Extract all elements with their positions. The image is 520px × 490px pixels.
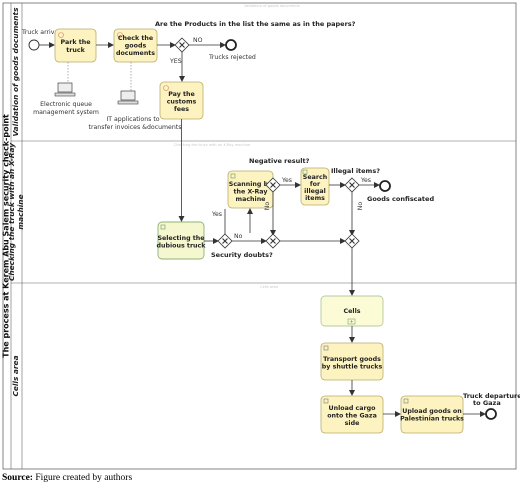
faint-lane3-label: Cells area xyxy=(260,285,278,289)
task-select-line1: Selecting the xyxy=(157,235,204,242)
source-label: Source: xyxy=(2,473,33,483)
pool-label: The process at Kerem Abu Salem security … xyxy=(2,114,11,358)
flow-label-yes-scan: Yes xyxy=(281,177,292,184)
source-text: Figure created by authors xyxy=(35,473,133,483)
it-apps-line2: transfer invoices &documents xyxy=(89,124,182,131)
truck-arrival-label: Truck arrival xyxy=(21,29,60,36)
lane-label-cells-text: Cells area xyxy=(11,355,20,396)
task-upload-goods: Upload goods on Palestinian trucks xyxy=(400,395,464,434)
flow-label-no: NO xyxy=(193,37,203,44)
task-unload-line1: Unload cargo xyxy=(329,405,377,412)
task-pay-line1: Pay the xyxy=(168,91,195,98)
task-transport-line2: by shuttle trucks xyxy=(322,364,383,371)
end-event-trucks-rejected xyxy=(225,39,237,51)
task-search-illegal: Search for illegal items xyxy=(300,167,330,206)
flow-label-no-illegal: No xyxy=(357,202,364,211)
task-upload-line1: Upload goods on xyxy=(402,408,461,415)
task-check-line3: documents xyxy=(116,50,155,57)
computer-icon-it xyxy=(117,90,139,105)
queue-system-line1: Electronic queue xyxy=(40,101,92,108)
task-upload-line2: Palestinian trucks xyxy=(400,416,464,423)
flow-label-yes-select: Yes xyxy=(211,211,222,218)
script-task-icon xyxy=(302,169,308,175)
faint-lane1-label: Validation of goods documents xyxy=(244,4,300,8)
gateway-negative-result xyxy=(265,177,281,193)
it-apps-line1: IT applications to xyxy=(106,116,159,123)
flow-label-no-scan: No xyxy=(264,202,271,211)
task-check-line1: Check the xyxy=(118,35,153,42)
task-selecting-dubious: Selecting the dubious truck xyxy=(157,221,207,260)
flow-label-yes: YES xyxy=(169,58,182,65)
manual-task-icon xyxy=(323,345,329,351)
queue-system-line2: management system xyxy=(33,109,99,116)
computer-icon-queue xyxy=(54,82,76,97)
task-park-line1: Park the xyxy=(61,39,91,46)
task-scan-line1: Scanning by xyxy=(229,181,272,188)
source-caption: Source: Figure created by authors xyxy=(2,473,132,483)
goods-confiscated-label: Goods confiscated xyxy=(367,195,434,203)
task-pay-line3: fees xyxy=(174,106,189,113)
truck-departures-line1: Truck departures xyxy=(463,392,520,400)
task-search-line2: for xyxy=(310,181,321,188)
task-unload-cargo: Unload cargo onto the Gaza side xyxy=(320,395,384,434)
task-cells: Cells xyxy=(320,295,384,327)
flow-label-yes-illegal: Yes xyxy=(360,177,371,184)
user-task-icon xyxy=(58,32,64,38)
task-transport-goods: Transport goods by shuttle trucks xyxy=(320,342,384,381)
pool-border xyxy=(2,2,517,470)
lane-label-xray-line1: Checking the truck with an X-Ray xyxy=(7,142,16,281)
script-task-icon xyxy=(230,173,236,179)
task-cells-label: Cells xyxy=(344,308,361,315)
task-search-line4: items xyxy=(305,195,325,202)
manual-task-icon xyxy=(403,398,409,404)
script-task-icon xyxy=(160,224,166,230)
task-pay-line2: customs xyxy=(167,99,197,106)
manual-task-icon xyxy=(323,398,329,404)
task-check-line2: goods xyxy=(125,43,147,50)
gateway-security-doubts xyxy=(217,233,233,249)
end-event-goods-confiscated xyxy=(379,180,391,192)
lane-label-validation: Validation of goods documents xyxy=(11,7,20,137)
user-task-icon xyxy=(117,32,123,38)
question-illegal-items: Illegal items? xyxy=(331,167,380,175)
task-pay-fees: Pay the customs fees xyxy=(159,81,204,120)
faint-lane2-label: Checking the truck with an X-Ray machine xyxy=(174,143,251,147)
task-scan-line3: machine xyxy=(236,196,266,203)
user-task-icon xyxy=(163,85,169,91)
task-search-line3: illegal xyxy=(304,188,326,195)
task-check-documents: Check the goods documents xyxy=(113,28,158,63)
task-unload-line3: side xyxy=(345,420,360,427)
lane-label-xray: Checking the truck with an X-Ray machine xyxy=(7,142,25,281)
gateway-merge-1 xyxy=(265,233,281,249)
lane-label-cells: Cells area xyxy=(11,355,20,396)
lane-label-xray-line2: machine xyxy=(16,194,25,229)
lane-label-validation-text: Validation of goods documents xyxy=(11,7,20,137)
question-products-same: Are the Products in the list the same as… xyxy=(155,20,356,28)
question-security-doubts: Security doubts? xyxy=(211,251,273,259)
question-negative-result: Negative result? xyxy=(249,157,310,165)
task-select-line2: dubious truck xyxy=(157,243,207,250)
task-transport-line1: Transport goods xyxy=(323,356,381,363)
task-park-line2: truck xyxy=(66,47,85,54)
task-search-line1: Search xyxy=(303,174,327,181)
task-scan-line2: the X-Ray xyxy=(234,189,268,196)
truck-departures-line2: to Gaza xyxy=(473,399,501,407)
start-event-truck-arrival xyxy=(28,39,40,51)
subprocess-marker-icon xyxy=(347,318,356,325)
task-unload-line2: onto the Gaza xyxy=(327,413,377,420)
trucks-rejected-label: Trucks rejected xyxy=(208,54,256,61)
flow-label-no-select: No xyxy=(234,233,243,240)
end-event-truck-departures xyxy=(485,408,497,420)
task-park-truck: Park the truck xyxy=(54,28,97,63)
